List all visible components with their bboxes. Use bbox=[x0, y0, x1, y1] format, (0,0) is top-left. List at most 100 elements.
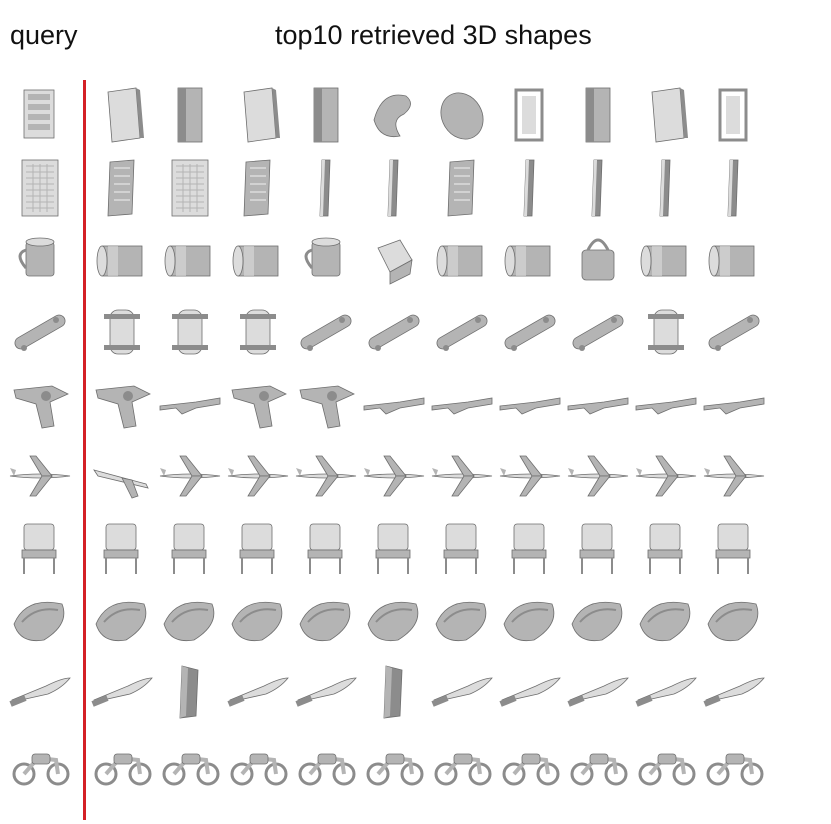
retrieved-shape-chair bbox=[156, 512, 224, 584]
strip-icon bbox=[523, 159, 535, 217]
retrieved-shape-jet bbox=[88, 440, 156, 512]
board-icon bbox=[300, 314, 352, 351]
sheet-icon bbox=[243, 87, 280, 143]
retrieved-shape-knife bbox=[564, 656, 632, 728]
frame-icon bbox=[514, 88, 544, 142]
plane-icon bbox=[703, 455, 765, 497]
plane-icon bbox=[431, 455, 493, 497]
query-shape-chair bbox=[6, 512, 74, 584]
query-shape-plane bbox=[6, 440, 74, 512]
retrieved-shape-knife bbox=[428, 656, 496, 728]
retrieved-shape-plane bbox=[632, 440, 700, 512]
retrieved-shape-rifle bbox=[360, 368, 428, 440]
retrieved-shape-cylinder bbox=[632, 224, 700, 296]
retrieved-shape-bike bbox=[632, 728, 700, 800]
retrieved-shape-blade bbox=[156, 656, 224, 728]
pistol-icon bbox=[13, 385, 69, 429]
retrieved-shape-knife bbox=[700, 656, 768, 728]
retrieved-shape-rifle bbox=[700, 368, 768, 440]
board-icon bbox=[14, 314, 66, 351]
retrieved-shape-bike bbox=[292, 728, 360, 800]
panel-icon bbox=[447, 159, 475, 217]
strip-icon bbox=[319, 159, 331, 217]
retrieved-shape-bike bbox=[156, 728, 224, 800]
pistol-icon bbox=[299, 385, 355, 429]
retrieved-shape-strip bbox=[496, 152, 564, 224]
plane-icon bbox=[227, 455, 289, 497]
chair-icon bbox=[375, 523, 411, 574]
retrieved-shape-strip bbox=[632, 152, 700, 224]
plane-icon bbox=[9, 455, 71, 497]
retrieved-shape-chair bbox=[564, 512, 632, 584]
result-row-chair bbox=[0, 512, 831, 584]
retrieved-shape-plane bbox=[700, 440, 768, 512]
retrieved-shape-cylinder bbox=[156, 224, 224, 296]
retrieved-shape-pistol bbox=[88, 368, 156, 440]
plane-icon bbox=[499, 455, 561, 497]
retrieved-shape-bike bbox=[88, 728, 156, 800]
chair-icon bbox=[307, 523, 343, 574]
retrieved-shape-chair bbox=[428, 512, 496, 584]
chair-icon bbox=[239, 523, 275, 574]
retrieved-shape-sheet bbox=[88, 80, 156, 152]
retrieved-shape-mug bbox=[292, 224, 360, 296]
strip-icon bbox=[591, 159, 603, 217]
board-icon bbox=[708, 314, 760, 351]
retrieved-shape-frame bbox=[496, 80, 564, 152]
retrieved-shape-plane bbox=[156, 440, 224, 512]
results-column-title: top10 retrieved 3D shapes bbox=[275, 20, 592, 50]
retrieved-shape-truck bbox=[88, 296, 156, 368]
cylinder-icon bbox=[232, 245, 279, 277]
retrieved-shape-board bbox=[564, 296, 632, 368]
case-icon bbox=[23, 89, 55, 139]
retrieved-shape-sheet bbox=[224, 80, 292, 152]
board-icon bbox=[436, 314, 488, 351]
retrieved-shape-cylinder bbox=[496, 224, 564, 296]
result-row-skateboard bbox=[0, 296, 831, 368]
board-icon bbox=[368, 314, 420, 351]
retrieved-shape-board bbox=[428, 296, 496, 368]
retrieved-shape-plane bbox=[496, 440, 564, 512]
hull-icon bbox=[639, 601, 691, 642]
mug-icon bbox=[304, 237, 341, 277]
retrieved-shape-hull bbox=[224, 584, 292, 656]
query-column-title: query bbox=[10, 20, 78, 50]
truck-icon bbox=[648, 309, 684, 355]
retrieved-shape-strip bbox=[564, 152, 632, 224]
result-row-keyboard bbox=[0, 152, 831, 224]
rifle-icon bbox=[159, 397, 221, 415]
plane-icon bbox=[635, 455, 697, 497]
bike-icon bbox=[12, 753, 70, 786]
bike-icon bbox=[502, 753, 560, 786]
query-shape-mug bbox=[6, 224, 74, 296]
retrieved-shape-hull bbox=[428, 584, 496, 656]
retrieved-shape-rifle bbox=[564, 368, 632, 440]
hull-icon bbox=[163, 601, 215, 642]
retrieved-shape-cylinder bbox=[224, 224, 292, 296]
tower-icon bbox=[585, 87, 611, 143]
retrieved-shape-frame bbox=[700, 80, 768, 152]
retrieved-shape-blade bbox=[360, 656, 428, 728]
bike-icon bbox=[434, 753, 492, 786]
rifle-icon bbox=[363, 397, 425, 415]
retrieved-shape-panel bbox=[88, 152, 156, 224]
retrieved-shape-knife bbox=[632, 656, 700, 728]
retrieved-shape-bike bbox=[428, 728, 496, 800]
retrieved-shape-chair bbox=[700, 512, 768, 584]
keyboard-icon bbox=[21, 159, 59, 217]
retrieved-shape-chair bbox=[632, 512, 700, 584]
retrieved-shape-strip bbox=[700, 152, 768, 224]
query-shape-keyboard bbox=[6, 152, 74, 224]
bike-icon bbox=[570, 753, 628, 786]
retrieved-shape-plane bbox=[224, 440, 292, 512]
query-divider-line bbox=[83, 80, 86, 820]
retrieved-shape-rifle bbox=[632, 368, 700, 440]
retrieved-shape-tower bbox=[564, 80, 632, 152]
retrieved-shape-keyboard bbox=[156, 152, 224, 224]
retrieved-shape-pistol bbox=[292, 368, 360, 440]
retrieved-shape-knife bbox=[292, 656, 360, 728]
pistol-icon bbox=[95, 385, 151, 429]
retrieved-shape-knife bbox=[88, 656, 156, 728]
retrieved-shape-hull bbox=[632, 584, 700, 656]
